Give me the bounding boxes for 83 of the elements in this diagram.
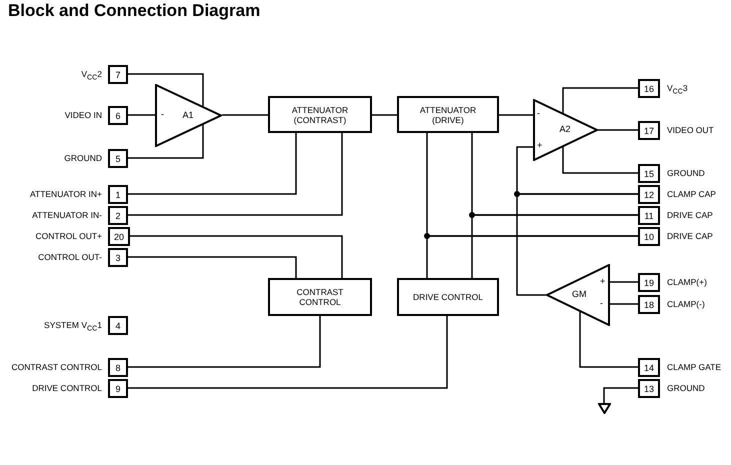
block-label: ATTENUATOR (CONTRAST) [290, 104, 350, 124]
amplifier-triangle [155, 84, 222, 147]
wire [128, 235, 343, 278]
pin-name: CLAMP CAP [667, 188, 716, 200]
pin-name: ATTENUATOR IN+ [30, 188, 102, 200]
amplifier-label: A1 [182, 110, 194, 120]
pin-name: V$_{CC}$2 [81, 68, 102, 84]
pin-box: 11 [638, 206, 660, 225]
pin-box: 17 [638, 121, 660, 140]
pin-name: VIDEO OUT [667, 124, 714, 136]
block-label: ATTENUATOR (DRIVE) [418, 104, 478, 124]
wire [610, 303, 638, 305]
wire [128, 256, 297, 278]
pin-name: GROUND [64, 152, 102, 164]
block-label: DRIVE CONTROL [413, 292, 483, 302]
block-label: CONTRAST CONTROL [296, 287, 344, 307]
pin-box: 9 [108, 379, 128, 398]
block-box [268, 278, 372, 316]
pin-box: 3 [108, 248, 128, 267]
wire [598, 129, 638, 131]
block-box [268, 96, 372, 133]
pin-name: DRIVE CAP [667, 230, 713, 242]
wire [499, 114, 533, 116]
amplifier-triangle [546, 264, 610, 326]
block-box [397, 278, 499, 316]
pin-box: 12 [638, 185, 660, 204]
pin-name: CONTRAST CONTROL [11, 361, 102, 373]
wire [128, 316, 321, 368]
pin-name: CLAMP GATE [667, 361, 722, 373]
polarity-sign: + [537, 140, 542, 150]
pin-box: 1 [108, 185, 128, 204]
wire [579, 311, 638, 368]
pin-box: 19 [638, 273, 660, 292]
diagram-title: Block and Connection Diagram [8, 1, 260, 21]
wire [426, 235, 638, 278]
pin-name: GROUND [667, 167, 705, 179]
polarity-sign: + [600, 276, 606, 286]
pin-name: V$_{CC}$3 [667, 82, 688, 98]
polarity-sign: - [537, 108, 540, 118]
wire [128, 114, 155, 116]
block-box [397, 96, 499, 133]
pin-name: CONTROL OUT- [38, 251, 102, 263]
pin-box: 15 [638, 164, 660, 183]
pin-box: 6 [108, 106, 128, 125]
pin-name: GROUND [667, 382, 705, 394]
pin-box: 16 [638, 79, 660, 98]
wire [128, 124, 204, 159]
wire [610, 281, 638, 283]
wire [128, 316, 448, 389]
polarity-sign: - [600, 298, 603, 308]
pin-name: VIDEO IN [64, 109, 102, 121]
pin-box: 10 [638, 227, 660, 246]
pin-box: 20 [108, 227, 130, 246]
pin-box: 18 [638, 295, 660, 314]
amplifier-label: GM [572, 289, 586, 299]
wire [471, 214, 638, 278]
pin-name: CLAMP(+) [667, 276, 707, 288]
pin-box: 7 [108, 65, 128, 84]
polarity-sign: - [161, 109, 164, 119]
pin-box: 14 [638, 358, 660, 377]
pin-box: 8 [108, 358, 128, 377]
wire [562, 146, 638, 174]
amplifier-triangle [533, 99, 598, 161]
wire [128, 73, 204, 106]
pin-name: DRIVE CAP [667, 209, 713, 221]
wire [562, 87, 638, 113]
pin-box: 2 [108, 206, 128, 225]
wire [372, 114, 397, 116]
wire [128, 133, 343, 216]
wire [516, 193, 638, 296]
amplifier-label: A2 [560, 124, 571, 134]
pin-name: DRIVE CONTROL [32, 382, 102, 394]
pin-box: 13 [638, 379, 660, 398]
wire [603, 387, 638, 403]
ground-symbol [598, 403, 611, 414]
pin-box: 4 [108, 316, 128, 335]
wire [128, 133, 297, 195]
pin-name: CONTROL OUT+ [35, 230, 102, 242]
pin-name: ATTENUATOR IN- [32, 209, 102, 221]
pin-name: SYSTEM V$_{CC}$1 [44, 319, 102, 335]
pin-name: CLAMP(-) [667, 298, 705, 310]
pin-box: 5 [108, 149, 128, 168]
wire [222, 114, 268, 116]
